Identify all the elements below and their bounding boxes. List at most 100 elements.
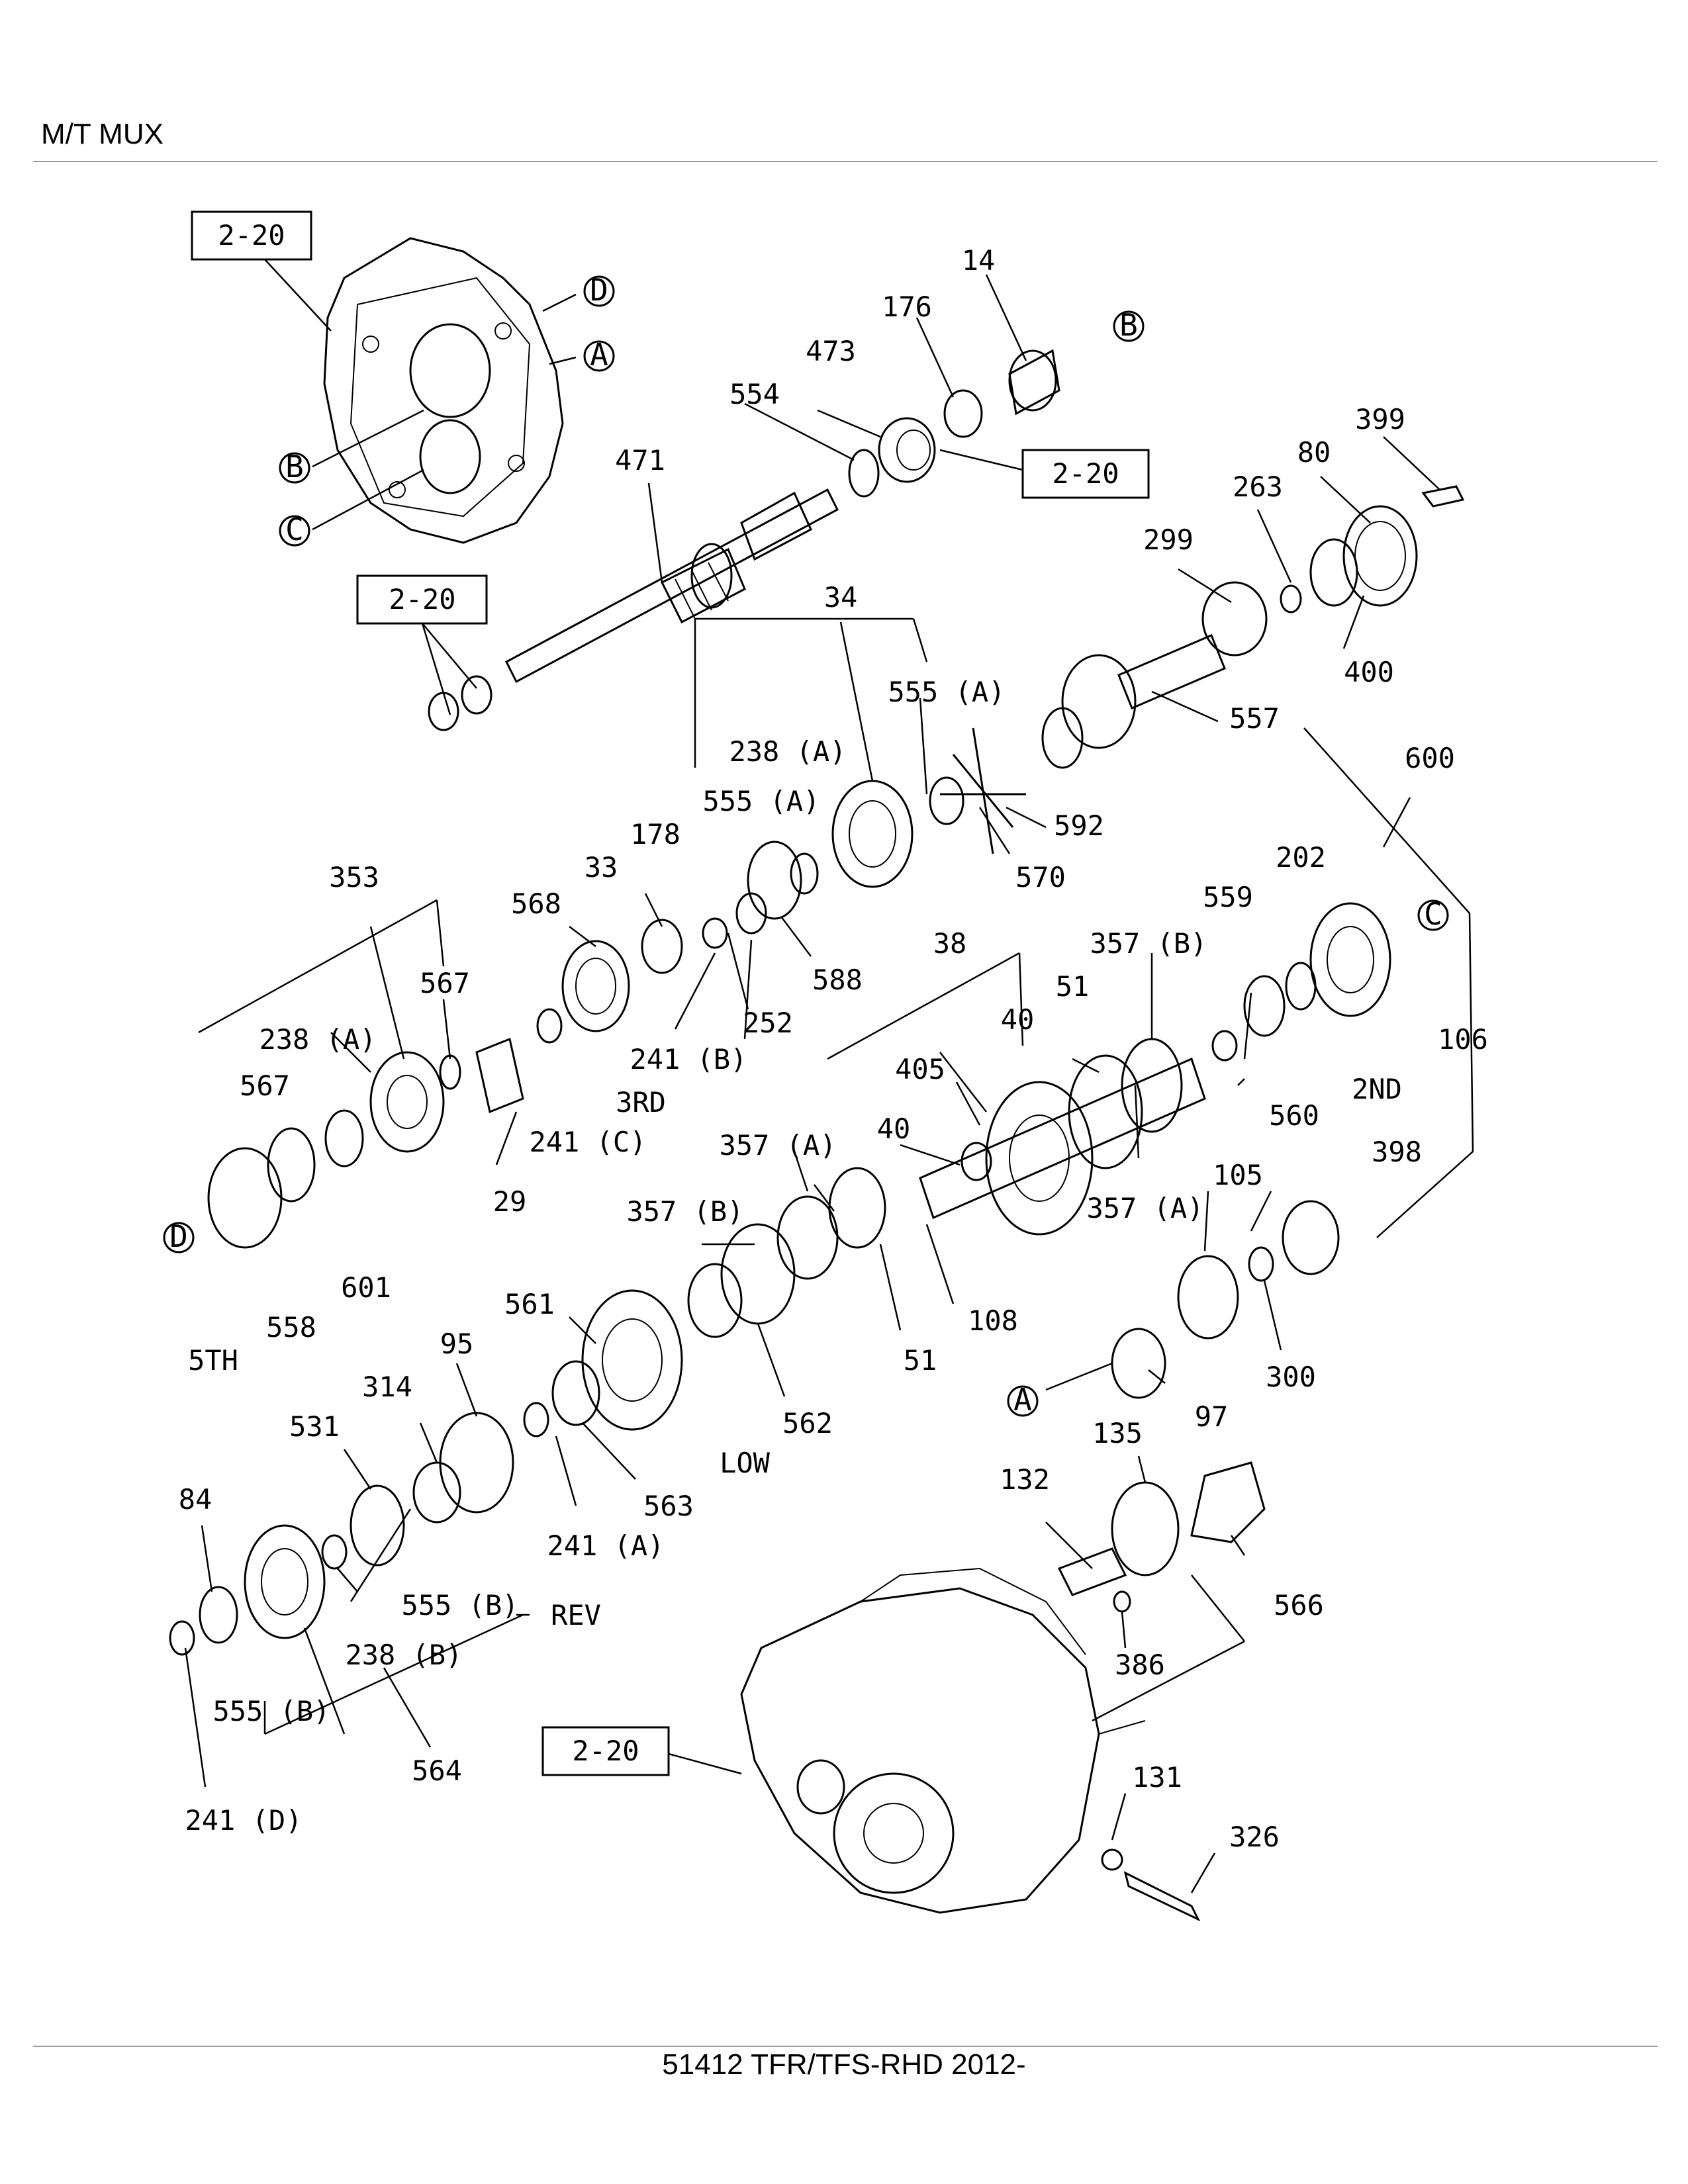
part-label: 592 (1054, 809, 1104, 842)
part-label: 263 (1233, 471, 1283, 503)
part-label: 241 (A) (547, 1529, 664, 1562)
circle-marker: C (285, 512, 304, 547)
part-label: 178 (630, 818, 680, 850)
part-label: 601 (341, 1271, 391, 1304)
idler-shaft-group (1057, 1461, 1266, 1613)
part-label: 3RD (616, 1086, 666, 1118)
part-label: 471 (615, 444, 665, 477)
oil-seal (461, 675, 492, 715)
part-label: 131 (1132, 1761, 1182, 1794)
part-label: 202 (1276, 841, 1326, 874)
countershaft-group (919, 902, 1391, 1236)
part-label: 554 (729, 378, 780, 410)
part-label: 108 (968, 1304, 1018, 1337)
circle-marker: B (285, 449, 304, 484)
part-label: 314 (362, 1371, 412, 1403)
circle-marker: B (1119, 307, 1138, 343)
part-label: 105 (1213, 1159, 1263, 1191)
part-label: 33 (585, 851, 618, 884)
ref-box-label: 2-20 (572, 1735, 639, 1767)
part-label: 561 (504, 1288, 555, 1320)
ref-box-label: 2-20 (1052, 457, 1119, 490)
reverse-idler-group (1111, 1200, 1340, 1399)
part-label: 29 (493, 1185, 527, 1218)
part-label: 400 (1344, 656, 1394, 688)
part-label: 238 (A) (259, 1023, 376, 1056)
circle-markers: D A B C B C D A (163, 272, 1449, 1418)
part-label: 38 (933, 927, 967, 960)
part-label: 558 (266, 1311, 316, 1343)
part-label: 559 (1203, 881, 1253, 913)
synchro-group-upper (207, 727, 1026, 1249)
part-label: 132 (1000, 1463, 1050, 1496)
input-shaft (428, 488, 839, 731)
part-label: 241 (B) (630, 1043, 747, 1075)
part-label: 357 (B) (626, 1195, 743, 1228)
part-label: 357 (A) (719, 1129, 836, 1161)
part-label: 106 (1438, 1023, 1488, 1056)
part-label: 252 (743, 1007, 793, 1039)
part-label: 241 (D) (185, 1804, 302, 1837)
part-label: 238 (B) (345, 1639, 462, 1671)
footer-divider (33, 2046, 1658, 2047)
leader-lines (184, 274, 1474, 1893)
part-label: 473 (806, 335, 856, 367)
part-label: 600 (1405, 742, 1455, 774)
header-divider (33, 161, 1658, 162)
part-label: 97 (1195, 1400, 1229, 1433)
part-label: 34 (824, 581, 858, 614)
part-label: 238 (A) (729, 735, 846, 768)
part-label: 2ND (1352, 1073, 1402, 1105)
circle-marker: A (590, 337, 608, 373)
page-title: M/T MUX (41, 118, 164, 150)
ref-box-label: 2-20 (218, 219, 285, 251)
lower-gear-group (169, 1167, 886, 1656)
part-label: 555 (A) (888, 676, 1005, 708)
part-label: 567 (240, 1069, 290, 1102)
part-label: 300 (1266, 1361, 1316, 1393)
top-bearing-group (848, 349, 1060, 498)
part-label: 398 (1372, 1136, 1422, 1168)
part-label: 570 (1015, 861, 1066, 893)
ref-box-label: 2-20 (389, 583, 455, 615)
part-label: REV (551, 1599, 601, 1631)
part-label: 176 (882, 291, 932, 323)
part-label: 555 (B) (212, 1695, 330, 1727)
part-label: 399 (1355, 403, 1405, 435)
part-label: 386 (1115, 1649, 1165, 1681)
part-label: 357 (A) (1086, 1192, 1203, 1224)
transmission-case (740, 1567, 1201, 1922)
part-label: 40 (877, 1113, 911, 1145)
part-label: 135 (1092, 1417, 1143, 1449)
part-label: 5TH (188, 1344, 238, 1377)
part-label: 560 (1269, 1099, 1319, 1132)
circle-marker: D (590, 272, 608, 308)
part-label: 51 (904, 1344, 937, 1377)
part-label: 567 (420, 967, 470, 999)
circle-marker: D (169, 1218, 188, 1254)
part-label: 84 (179, 1483, 212, 1516)
part-label: 405 (895, 1053, 945, 1085)
ref-box-bottom: 2-20 (541, 1726, 742, 1776)
part-label: 563 (643, 1490, 694, 1522)
part-label: 95 (440, 1328, 474, 1360)
part-label: 531 (289, 1410, 340, 1443)
part-label: 568 (511, 887, 561, 920)
ring (428, 692, 459, 731)
ref-box-mid-left: 2-20 (356, 574, 488, 715)
part-label: 326 (1229, 1821, 1280, 1853)
part-label: LOW (720, 1447, 771, 1479)
part-label: 40 (1001, 1003, 1035, 1036)
part-label: 557 (1229, 702, 1280, 735)
part-label: 555 (A) (702, 785, 820, 817)
ref-box-top-right: 2-20 (939, 449, 1150, 499)
circle-marker: A (1013, 1382, 1032, 1418)
part-label: 80 (1297, 436, 1331, 469)
part-label: 357 (B) (1090, 927, 1207, 960)
part-label: 51 (1056, 970, 1090, 1003)
circle-marker: C (1424, 896, 1442, 932)
part-label: 353 (329, 861, 379, 893)
part-label: 241 (C) (529, 1126, 646, 1158)
part-label: 299 (1143, 523, 1194, 556)
